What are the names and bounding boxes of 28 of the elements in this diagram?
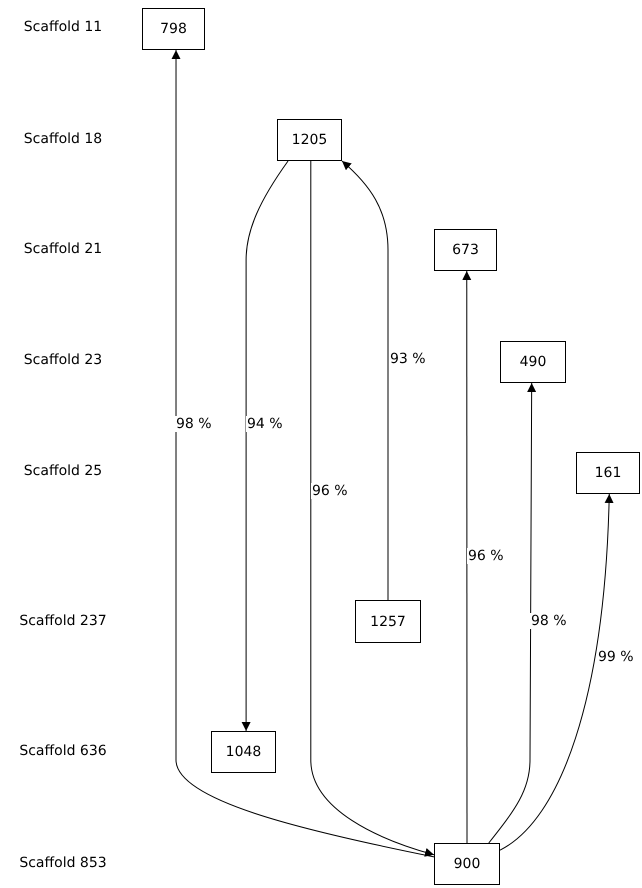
arrow [500,494,614,851]
edge-label: 98 % [175,416,213,432]
edge-label: 94 % [246,416,284,432]
arrow [488,382,536,844]
row-label: Scaffold 18 [22,131,104,147]
arrow [172,50,434,858]
arrow [342,160,388,600]
edge-label: 96 % [467,548,505,564]
arrow [462,270,472,844]
node-box: 1257 [355,600,421,643]
node-box: 1205 [277,119,342,161]
edge-label: 98 % [530,613,568,629]
row-label: Scaffold 853 [18,855,108,871]
row-label: Scaffold 25 [22,463,104,479]
row-label: Scaffold 21 [22,241,104,257]
node-box: 673 [434,229,497,271]
row-label: Scaffold 23 [22,352,104,368]
row-label: Scaffold 11 [22,19,104,35]
node-box: 1048 [211,731,276,773]
edge-label: 96 % [311,483,349,499]
node-box: 161 [576,452,640,494]
node-box: 798 [142,8,205,50]
node-box: 900 [434,843,500,885]
node-box: 490 [500,341,566,383]
arrow [310,160,434,857]
row-label: Scaffold 636 [18,743,108,759]
arrow [242,160,289,732]
row-label: Scaffold 237 [18,613,108,629]
